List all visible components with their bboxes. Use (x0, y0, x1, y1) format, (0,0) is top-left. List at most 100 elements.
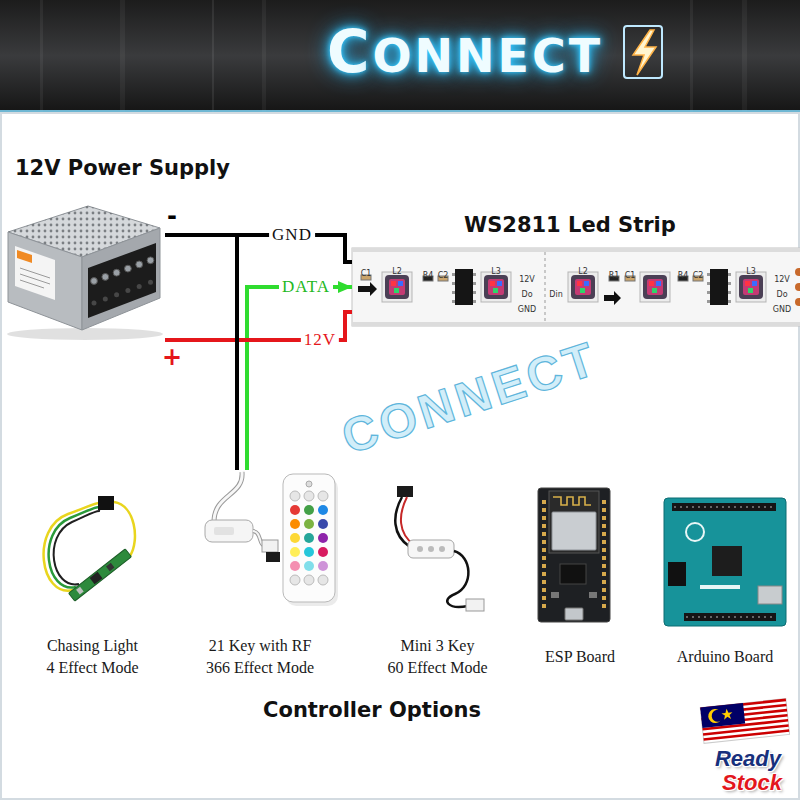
rf-21-key-controller (304, 519, 314, 529)
esp-board (538, 488, 610, 622)
rf-21-key-controller (318, 491, 328, 501)
rf-21-key-controller (318, 547, 328, 557)
rgb-led-chip (575, 279, 591, 295)
power-supply-illustration (125, 288, 130, 293)
copper-pad (795, 268, 800, 276)
driver-ic (728, 282, 731, 285)
banner (0, 0, 800, 113)
arduino-board (686, 616, 774, 618)
page-frame (1, 113, 799, 799)
wire-label: GND (269, 225, 315, 245)
arduino-board (684, 613, 776, 621)
driver-ic (473, 282, 476, 285)
rf-21-key-controller (318, 519, 328, 529)
malaysia-flag (703, 729, 789, 741)
rf-21-key-controller (266, 552, 280, 562)
rf-21-key-controller (262, 540, 278, 552)
banner (120, 0, 125, 112)
rgb-led-chip (484, 275, 508, 299)
power-supply-illustration (91, 278, 98, 285)
silkscreen-label: L2 (392, 267, 402, 276)
rf-21-key-controller (283, 474, 335, 602)
driver-ic (452, 300, 455, 303)
led-strip-illustration (358, 282, 377, 296)
esp-board (560, 564, 586, 584)
lightning-icon (624, 26, 662, 78)
lightning-icon (624, 26, 662, 78)
driver-ic (707, 291, 710, 294)
wire-connector (247, 287, 352, 470)
rf-21-key-controller (304, 547, 314, 557)
arduino-board (664, 498, 786, 626)
controller-caption: 21 Key with RF (209, 635, 312, 657)
rf-21-key-controller (304, 491, 314, 501)
silkscreen-label: Do (521, 290, 532, 299)
driver-ic (728, 291, 731, 294)
led-strip-illustration (352, 248, 800, 326)
rgb-led-chip (398, 281, 403, 286)
banner (212, 0, 214, 112)
rf-21-key-controller (205, 472, 338, 606)
copper-pad (795, 298, 800, 306)
power-supply-illustration (20, 268, 50, 288)
mini-3-key-controller (447, 551, 468, 607)
rf-21-key-controller (318, 533, 328, 543)
arduino-board (672, 503, 776, 511)
polarity-sign: + (162, 345, 182, 369)
rf-21-key-controller (290, 547, 300, 557)
rf-21-key-controller (214, 472, 242, 522)
banner (742, 0, 747, 112)
malaysia-flag (700, 699, 789, 744)
esp-board (538, 488, 610, 622)
driver-ic (452, 291, 455, 294)
silkscreen-label: L2 (578, 267, 588, 276)
mini-3-key-controller (401, 497, 414, 545)
rgb-led-chip (656, 281, 661, 286)
power-supply-illustration (148, 280, 153, 285)
rf-21-key-controller (304, 575, 314, 585)
power-supply-illustration (136, 261, 143, 268)
rgb-led-chip (385, 275, 409, 299)
controller-caption: 366 Effect Mode (206, 657, 314, 679)
rgb-led-chip (481, 272, 511, 302)
esp-board (589, 592, 597, 598)
chasing-light-controller (114, 502, 135, 556)
chasing-light-controller (76, 587, 84, 595)
mini-3-key-controller (466, 599, 484, 611)
rf-21-key-controller (304, 561, 314, 571)
controller-card: 21 Key with RF366 Effect Mode (190, 470, 330, 680)
driver-ic (707, 269, 731, 305)
power-supply-illustration (103, 296, 108, 301)
mini-3-key-controller (428, 546, 434, 552)
driver-ic (707, 282, 710, 285)
power-supply-illustration (137, 284, 142, 289)
malaysia-flag (700, 703, 745, 728)
controller-caption: Arduino Board (677, 646, 773, 668)
driver-ic (707, 273, 710, 276)
rgb-led-chip (481, 272, 511, 302)
malaysia-flag (700, 699, 789, 744)
rf-21-key-controller (290, 561, 300, 571)
silkscreen-label: C1 (361, 269, 372, 278)
silkscreen-label: C2 (693, 271, 704, 280)
driver-ic (707, 300, 710, 303)
mini-3-key-controller (417, 546, 423, 552)
arduino-board (712, 546, 742, 576)
rf-21-key-controller (290, 505, 300, 515)
silkscreen-label: R4 (423, 271, 434, 280)
esp-board (551, 592, 559, 598)
rgb-led-chip (382, 272, 412, 302)
rgb-led-chip (490, 281, 495, 286)
silkscreen-label: C1 (625, 271, 636, 280)
rgb-led-chip (643, 275, 667, 299)
silkscreen-label: C2 (438, 271, 449, 280)
controller-card: Arduino Board (660, 470, 790, 680)
silkscreen-label: R1 (609, 271, 620, 280)
rgb-led-chip (748, 288, 753, 293)
rf-21-key-controller (318, 575, 328, 585)
rf-21-key-controller (290, 519, 300, 529)
wire-connector (165, 235, 352, 262)
rf-21-key-controller (290, 491, 300, 501)
badge-text: Ready (715, 746, 781, 771)
rgb-led-chip (743, 279, 759, 295)
